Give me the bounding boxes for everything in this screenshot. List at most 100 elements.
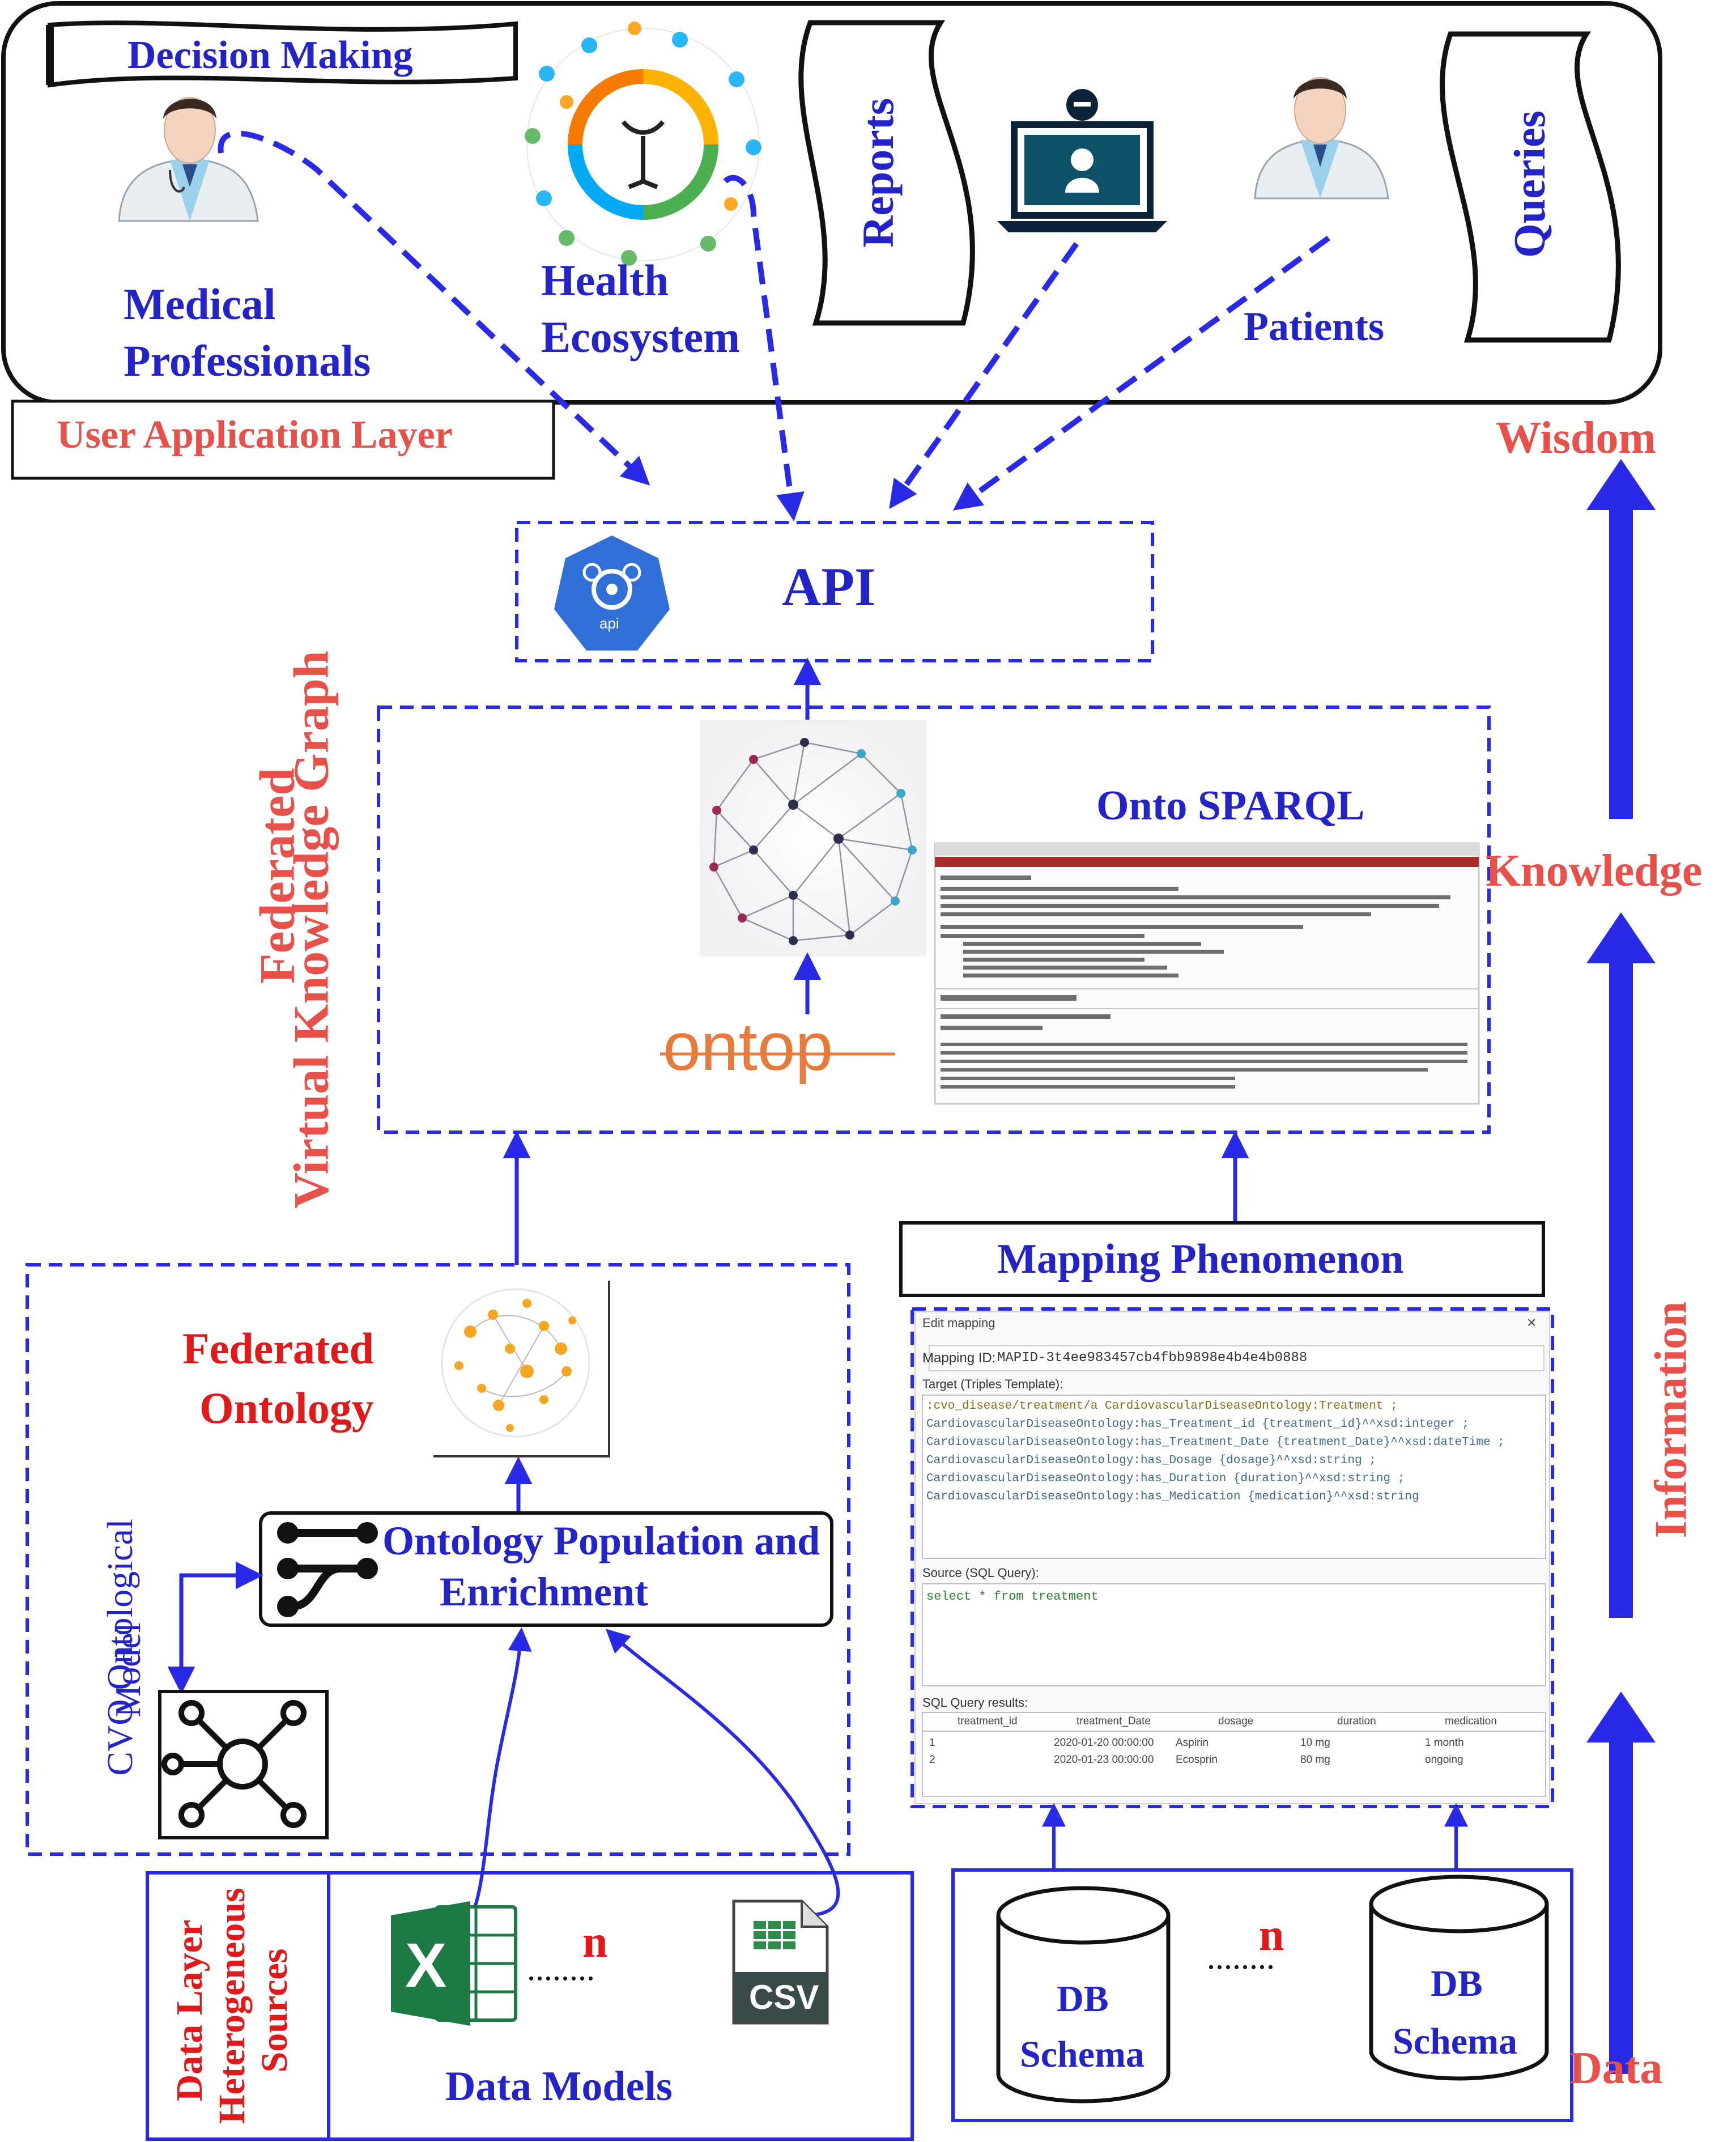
information-label: Information xyxy=(1646,1301,1696,1538)
table-cell: 2020-01-23 00:00:00 xyxy=(1054,1754,1154,1766)
source-label: Source (SQL Query): xyxy=(922,1566,1039,1580)
arrow-information-to-knowledge-head xyxy=(1586,912,1656,963)
n-count-label: n xyxy=(1259,1910,1284,1960)
federated-ontology-label-line2: Ontology xyxy=(199,1383,374,1433)
health-ecosystem-icon xyxy=(525,22,761,266)
ontop-logo: ontop xyxy=(663,1009,833,1085)
queries-label: Queries xyxy=(1505,110,1554,258)
vkg-side-label-line2: Virtual Knowledge Graph xyxy=(284,651,339,1209)
db2-label-line1: DB xyxy=(1431,1963,1483,2004)
api-label: API xyxy=(782,556,876,617)
csv-text: CSV xyxy=(749,1978,819,2016)
table-header: duration xyxy=(1337,1715,1376,1727)
arrow-excel-to-population xyxy=(452,1627,532,1940)
user-application-layer-box xyxy=(11,400,555,480)
user-application-layer-label: User Application Layer xyxy=(57,413,453,457)
arrow-csv-to-population xyxy=(605,1629,840,1917)
table-header: treatment_Date xyxy=(1077,1715,1151,1727)
laptop-user-icon xyxy=(997,89,1167,232)
onto-sparql-label: Onto SPARQL xyxy=(1096,783,1365,829)
excel-icon xyxy=(391,1901,517,2026)
db1-label-line2: Schema xyxy=(1020,2034,1144,2075)
data-models-box xyxy=(327,1871,914,2141)
decision-making-label: Decision Making xyxy=(127,33,413,77)
knowledge-graph-sphere xyxy=(700,720,926,957)
db1-label-line1: DB xyxy=(1057,1978,1109,2020)
arrow-data-to-information-shaft xyxy=(1609,1737,1633,2074)
table-header: medication xyxy=(1445,1715,1497,1727)
api-gear-icon xyxy=(554,536,670,651)
arrow-knowledge-to-wisdom-shaft xyxy=(1609,504,1633,819)
sparql-screenshot xyxy=(934,842,1480,1105)
mapping-window-title: Edit mapping xyxy=(922,1316,995,1330)
medical-label-line2: Professionals xyxy=(124,336,371,385)
data-layer-label-line3: Sources xyxy=(254,1948,295,2073)
mapping-id-value[interactable]: MAPID-3t4ee983457cb4fbb9898e4b4e4b0888 xyxy=(997,1350,1308,1366)
data-layer-label-box xyxy=(146,1871,330,2141)
data-layer-label-line1: Data Layer xyxy=(169,1919,210,2102)
db2-label-line2: Schema xyxy=(1393,2021,1517,2062)
patients-label: Patients xyxy=(1244,304,1384,349)
health-label-line1: Health xyxy=(541,256,669,305)
table-cell: 80 mg xyxy=(1300,1754,1330,1766)
population-label-line1: Ontology Population and xyxy=(382,1518,820,1563)
data-label: Data xyxy=(1569,2043,1663,2093)
arrow-information-to-knowledge-shaft xyxy=(1609,958,1633,1618)
source-query[interactable]: select * from treatment xyxy=(926,1590,1099,1604)
table-cell: 1 month xyxy=(1425,1737,1464,1749)
doctor-icon xyxy=(118,97,259,222)
table-cell: 1 xyxy=(929,1737,935,1749)
target-line: CardiovascularDiseaseOntology:has_Dosage… xyxy=(926,1454,1376,1467)
api-icon-text: api xyxy=(599,615,619,632)
table-header: treatment_id xyxy=(958,1715,1018,1727)
workflow-icon xyxy=(277,1522,378,1617)
mapping-window-close[interactable]: × xyxy=(1527,1314,1537,1331)
population-label-line2: Enrichment xyxy=(440,1569,648,1614)
arrow-patients-to-api xyxy=(952,235,1330,511)
user-application-frame xyxy=(1,1,1662,405)
n-count-label: n xyxy=(582,1917,608,1967)
target-line: CardiovascularDiseaseOntology:has_Medica… xyxy=(926,1490,1419,1503)
health-label-line2: Ecosystem xyxy=(541,312,740,362)
table-cell: 2 xyxy=(929,1754,935,1766)
medical-label-line1: Medical xyxy=(124,279,276,329)
ellipsis-dots: ........ xyxy=(527,1950,595,1987)
db-schema-cylinder-1 xyxy=(996,1886,1171,2103)
arrow-laptop-to-api xyxy=(889,242,1079,509)
arrow-health-to-api xyxy=(723,175,805,521)
queries-scroll xyxy=(1440,31,1621,343)
decision-making-banner xyxy=(48,20,518,88)
mapping-id-label: Mapping ID: xyxy=(922,1350,996,1366)
vkg-box xyxy=(377,706,1491,1134)
target-line: :cvo_disease/treatment/a CardiovascularD… xyxy=(926,1400,1398,1413)
patient-doctor-icon xyxy=(1254,77,1389,199)
db-schema-cylinder-2 xyxy=(1369,1875,1549,2081)
data-models-label: Data Models xyxy=(445,2063,673,2110)
reports-scroll xyxy=(798,20,975,326)
reports-label: Reports xyxy=(853,97,903,248)
mapping-editor-frame xyxy=(910,1307,1554,1808)
table-cell: 2020-01-20 00:00:00 xyxy=(1054,1737,1154,1749)
federated-ontology-graph xyxy=(433,1281,610,1457)
table-cell: Aspirin xyxy=(1176,1737,1209,1749)
target-line: CardiovascularDiseaseOntology:has_Treatm… xyxy=(926,1436,1505,1449)
target-label: Target (Triples Template): xyxy=(922,1377,1063,1391)
mapping-phenomenon-label: Mapping Phenomenon xyxy=(997,1236,1404,1282)
table-cell: 10 mg xyxy=(1300,1737,1330,1749)
target-line: CardiovascularDiseaseOntology:has_Durati… xyxy=(926,1472,1405,1485)
mapping-phenomenon-box xyxy=(899,1221,1545,1297)
excel-letter: X xyxy=(405,1931,447,2000)
arrow-data-to-information-head xyxy=(1586,1692,1656,1742)
table-header: dosage xyxy=(1218,1715,1254,1727)
knowledge-label: Knowledge xyxy=(1486,846,1703,896)
cvo-label-line2: Model xyxy=(108,1622,148,1718)
target-line: CardiovascularDiseaseOntology:has_Treatm… xyxy=(926,1418,1469,1431)
table-cell: Ecosprin xyxy=(1176,1754,1218,1766)
ontology-box xyxy=(25,1263,850,1856)
csv-file-icon xyxy=(732,1899,829,2025)
federated-ontology-label-line1: Federated xyxy=(182,1324,374,1373)
arrow-medical-to-api xyxy=(218,130,650,486)
data-layer-label-line2: Heterogeneous xyxy=(211,1888,253,2124)
arrow-knowledge-to-wisdom-head xyxy=(1586,459,1656,510)
ellipsis-dots: ........ xyxy=(1207,1939,1275,1976)
